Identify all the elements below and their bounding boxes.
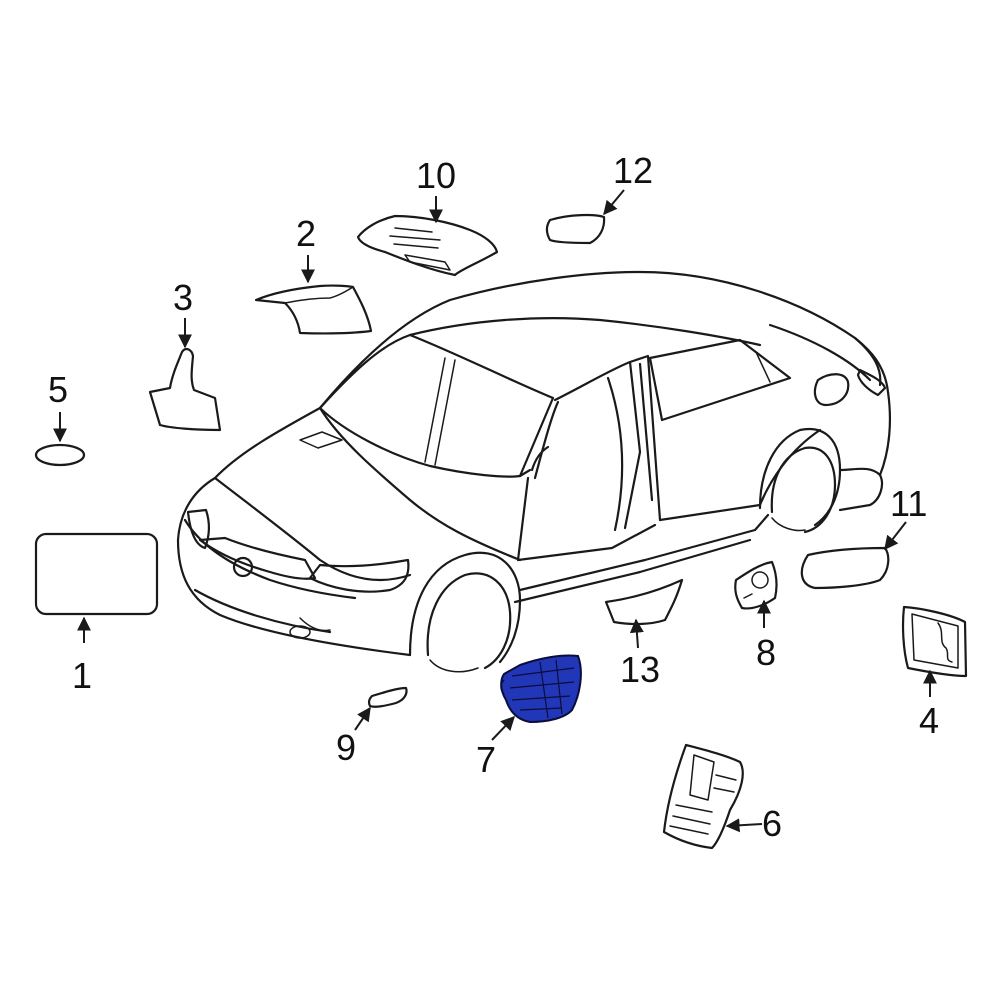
callout-labels: 1 2 3 4 5 6 7 8 9 10 11 12 13: [48, 150, 939, 844]
callout-9: 9: [336, 727, 356, 768]
callout-7: 7: [476, 739, 496, 780]
callout-10: 10: [416, 155, 456, 196]
callout-11: 11: [890, 483, 927, 524]
part-6-airbag-label[interactable]: [662, 743, 744, 850]
callout-13: 13: [620, 649, 660, 690]
part-10-sunroof-label[interactable]: [356, 214, 499, 277]
part-2-visor-label[interactable]: [254, 284, 373, 335]
part-5-emblem[interactable]: [34, 443, 86, 467]
callout-5: 5: [48, 369, 68, 410]
car-body: [176, 270, 892, 673]
callout-6: 6: [762, 803, 782, 844]
callout-8: 8: [756, 632, 776, 673]
callout-2: 2: [296, 213, 316, 254]
part-11-label[interactable]: [800, 546, 890, 590]
part-4-tag[interactable]: [901, 605, 968, 678]
part-12-label[interactable]: [545, 213, 606, 245]
part-8-sensor[interactable]: [734, 560, 778, 610]
callout-1: 1: [72, 655, 92, 696]
part-9-label[interactable]: [367, 686, 408, 708]
part-1-label-sheet[interactable]: [34, 532, 159, 616]
callout-3: 3: [173, 277, 193, 318]
callout-4: 4: [919, 700, 939, 741]
callout-12: 12: [613, 150, 653, 191]
part-13-sill-label[interactable]: [604, 578, 684, 626]
part-7-highlighted[interactable]: [500, 654, 582, 724]
leader-arrows: [53, 189, 937, 833]
part-3-hood-label[interactable]: [148, 347, 222, 432]
